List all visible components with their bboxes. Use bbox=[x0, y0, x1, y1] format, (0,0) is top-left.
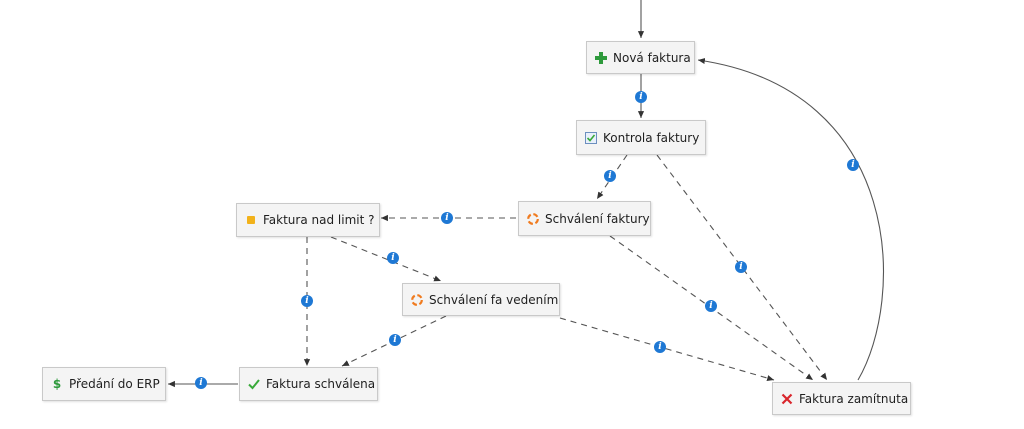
checklist-icon bbox=[584, 131, 598, 145]
info-icon[interactable]: i bbox=[387, 252, 399, 264]
svg-text:$: $ bbox=[53, 377, 61, 391]
square-icon bbox=[244, 213, 258, 227]
node-predani-do-erp[interactable]: $ Předání do ERP bbox=[42, 367, 166, 401]
info-icon[interactable]: i bbox=[705, 300, 717, 312]
node-faktura-nad-limit[interactable]: Faktura nad limit ? bbox=[236, 203, 380, 237]
edge-vedenim-to-zamitnuta bbox=[559, 317, 775, 382]
node-label: Faktura schválena bbox=[266, 377, 376, 391]
node-label: Schválení faktury bbox=[545, 211, 650, 226]
plus-icon bbox=[594, 51, 608, 65]
node-label: Nová faktura bbox=[613, 50, 691, 65]
checkmark-icon bbox=[247, 377, 261, 391]
info-icon[interactable]: i bbox=[654, 341, 666, 353]
node-faktura-schvalena[interactable]: Faktura schválena bbox=[239, 367, 378, 401]
node-schvaleni-fa-vedenim[interactable]: Schválení fa vedením bbox=[402, 283, 560, 316]
node-label: Schválení fa vedením bbox=[429, 292, 559, 307]
node-schvaleni-faktury[interactable]: Schválení faktury bbox=[518, 201, 651, 236]
dollar-icon: $ bbox=[50, 377, 64, 391]
cross-icon bbox=[780, 392, 794, 406]
info-icon[interactable]: i bbox=[301, 295, 313, 307]
info-icon[interactable]: i bbox=[604, 170, 616, 182]
edge-nadlimit-to-vedenim bbox=[330, 236, 442, 282]
info-icon[interactable]: i bbox=[195, 377, 207, 389]
edge-zamitnuta-to-nova bbox=[697, 57, 884, 381]
cycle-icon bbox=[410, 293, 424, 307]
node-label: Faktura zamítnuta bbox=[799, 391, 909, 406]
cycle-icon bbox=[526, 212, 540, 226]
node-nova-faktura[interactable]: Nová faktura bbox=[586, 41, 695, 74]
node-label: Předání do ERP bbox=[69, 377, 160, 391]
info-icon[interactable]: i bbox=[735, 261, 747, 273]
node-kontrola-faktury[interactable]: Kontrola faktury bbox=[576, 120, 706, 155]
info-icon[interactable]: i bbox=[389, 334, 401, 346]
info-icon[interactable]: i bbox=[847, 159, 859, 171]
node-faktura-zamitnuta[interactable]: Faktura zamítnuta bbox=[772, 382, 911, 415]
info-icon[interactable]: i bbox=[441, 212, 453, 224]
info-icon[interactable]: i bbox=[635, 91, 647, 103]
edge-kontrola-to-zamitnuta bbox=[656, 154, 828, 381]
node-label: Kontrola faktury bbox=[603, 130, 700, 145]
node-label: Faktura nad limit ? bbox=[263, 213, 375, 227]
